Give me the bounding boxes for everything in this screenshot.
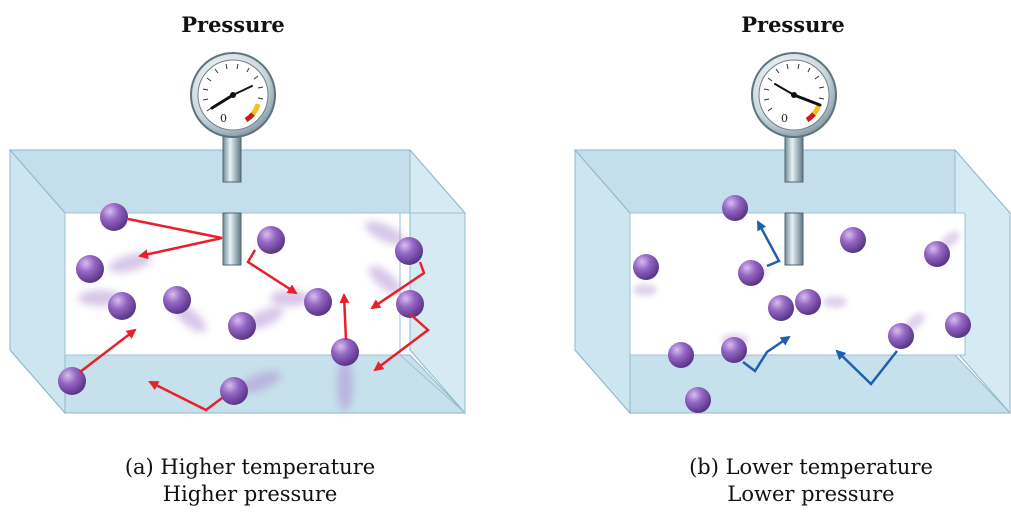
container-diagram: 0 [573, 52, 1011, 415]
molecules [58, 203, 424, 405]
molecules [633, 195, 971, 413]
gauge-needle [210, 93, 235, 110]
molecule [738, 260, 764, 286]
molecule [945, 312, 971, 338]
molecule [331, 338, 359, 366]
gauge-zero-label: 0 [220, 112, 227, 125]
caption-condition-temperature: (b) Lower temperature [689, 455, 933, 479]
molecule [395, 237, 423, 265]
molecule [228, 312, 256, 340]
molecule [722, 195, 748, 221]
molecule [304, 288, 332, 316]
molecule [888, 323, 914, 349]
motion-trails [78, 221, 406, 411]
molecule [795, 289, 821, 315]
molecule [924, 241, 950, 267]
caption-b: (b) Lower temperature Lower pressure [631, 454, 991, 508]
caption-condition-pressure: Lower pressure [727, 482, 895, 506]
pressure-gauge: 0 [751, 52, 837, 138]
molecule [76, 255, 104, 283]
molecule [108, 292, 136, 320]
panel-lower-temperature: Pressure [505, 0, 1011, 519]
panel-higher-temperature: Pressure [0, 0, 505, 519]
molecule [685, 387, 711, 413]
molecule [396, 290, 424, 318]
caption-condition-temperature: (a) Higher temperature [124, 455, 376, 479]
molecule [58, 367, 86, 395]
molecule [768, 295, 794, 321]
caption-condition-pressure: Higher pressure [162, 482, 338, 506]
glass-box [573, 148, 1011, 415]
caption-a: (a) Higher temperature Higher pressure [70, 454, 430, 508]
gauge-assembly: 0 [190, 52, 276, 266]
molecule [100, 203, 128, 231]
molecule [840, 227, 866, 253]
container-diagram: 0 [8, 52, 467, 415]
pressure-heading: Pressure [181, 12, 285, 37]
gauge-zero-label: 0 [781, 112, 788, 125]
molecule [220, 377, 248, 405]
collision-arrows [742, 220, 898, 386]
molecule [163, 286, 191, 314]
gauge-assembly: 0 [751, 52, 837, 266]
molecule [633, 254, 659, 280]
molecule [721, 337, 747, 363]
pressure-heading: Pressure [741, 12, 845, 37]
gauge-needle [792, 93, 822, 107]
collision-arrows [79, 217, 430, 412]
pressure-gauge: 0 [190, 52, 276, 138]
molecule [668, 342, 694, 368]
molecule [257, 226, 285, 254]
